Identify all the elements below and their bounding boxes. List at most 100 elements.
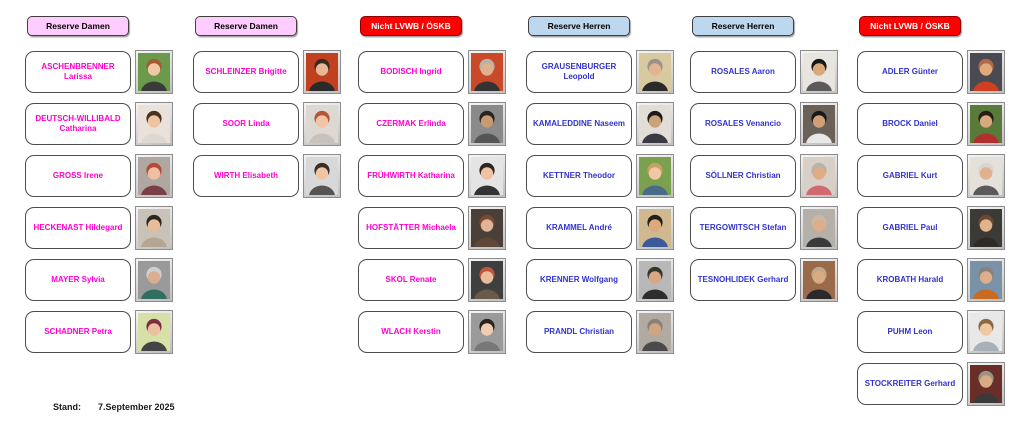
member-name: DEUTSCH-WILLIBALD Catharina	[35, 113, 121, 133]
member-photo	[967, 362, 1005, 406]
member-name: ROSALES Aaron	[711, 66, 775, 76]
member-name: KRENNER Wolfgang	[539, 274, 619, 284]
member-photo	[636, 50, 674, 94]
member-row: ROSALES Venancio	[690, 102, 838, 146]
member-photo	[468, 50, 506, 94]
member-row: KROBATH Harald	[857, 258, 1005, 302]
member-row: STOCKREITER Gerhard	[857, 362, 1005, 406]
member-name-box: ADLER Günter	[857, 51, 963, 93]
member-photo	[303, 50, 341, 94]
member-name: GABRIEL Paul	[882, 222, 938, 232]
column-header: Reserve Damen	[27, 16, 129, 36]
member-name-box: PUHM Leon	[857, 311, 963, 353]
stand-date: 7.September 2025	[98, 402, 175, 412]
member-name-box: SCHADNER Petra	[25, 311, 131, 353]
column-header: Nicht LVWB / ÖSKB	[859, 16, 961, 36]
member-name: MAYER Sylvia	[51, 274, 105, 284]
member-name-box: FRÜHWIRTH Katharina	[358, 155, 464, 197]
member-photo	[967, 102, 1005, 146]
member-row: BODISCH Ingrid	[358, 50, 506, 94]
member-row: ASCHENBRENNER Larissa	[25, 50, 173, 94]
member-name: ASCHENBRENNER Larissa	[41, 61, 115, 81]
member-name: FRÜHWIRTH Katharina	[367, 170, 455, 180]
member-name-box: STOCKREITER Gerhard	[857, 363, 963, 405]
column-header: Reserve Damen	[195, 16, 297, 36]
member-name: TESNOHLIDEK Gerhard	[697, 274, 789, 284]
member-row: GROSS Irene	[25, 154, 173, 198]
member-name-box: TERGOWITSCH Stefan	[690, 207, 796, 249]
member-row: KRAMMEL André	[526, 206, 674, 250]
column-header: Reserve Herren	[528, 16, 630, 36]
member-row: TESNOHLIDEK Gerhard	[690, 258, 838, 302]
member-photo	[636, 102, 674, 146]
member-name: KAMALEDDINE Naseem	[532, 118, 626, 128]
member-photo	[468, 102, 506, 146]
member-name-box: KAMALEDDINE Naseem	[526, 103, 632, 145]
member-name-box: SOOR Linda	[193, 103, 299, 145]
member-row: SOOR Linda	[193, 102, 341, 146]
column-header: Reserve Herren	[692, 16, 794, 36]
member-photo	[800, 258, 838, 302]
member-name-box: CZERMAK Erlinda	[358, 103, 464, 145]
member-name-box: MAYER Sylvia	[25, 259, 131, 301]
member-photo	[135, 102, 173, 146]
member-row: WIRTH Elisabeth	[193, 154, 341, 198]
member-photo	[967, 206, 1005, 250]
member-row: FRÜHWIRTH Katharina	[358, 154, 506, 198]
member-row: TERGOWITSCH Stefan	[690, 206, 838, 250]
member-photo	[135, 258, 173, 302]
member-name-box: ROSALES Aaron	[690, 51, 796, 93]
member-name-box: KROBATH Harald	[857, 259, 963, 301]
member-name-box: GABRIEL Kurt	[857, 155, 963, 197]
member-name-box: GRAUSENBURGER Leopold	[526, 51, 632, 93]
member-name: PRANDL Christian	[543, 326, 615, 336]
member-name: GABRIEL Kurt	[882, 170, 938, 180]
member-name-box: PRANDL Christian	[526, 311, 632, 353]
member-name-box: HOFSTÄTTER Michaela	[358, 207, 464, 249]
member-name: WIRTH Elisabeth	[213, 170, 278, 180]
member-name: KRAMMEL André	[546, 222, 612, 232]
member-photo	[636, 206, 674, 250]
member-photo	[967, 154, 1005, 198]
member-name: SÖLLNER Christian	[705, 170, 781, 180]
member-name-box: KRENNER Wolfgang	[526, 259, 632, 301]
member-row: BROCK Daniel	[857, 102, 1005, 146]
member-photo	[636, 310, 674, 354]
member-name-box: GABRIEL Paul	[857, 207, 963, 249]
member-photo	[967, 258, 1005, 302]
member-row: ROSALES Aaron	[690, 50, 838, 94]
member-row: HECKENAST Hildegard	[25, 206, 173, 250]
member-photo	[468, 258, 506, 302]
member-name: SCHADNER Petra	[44, 326, 112, 336]
member-photo	[800, 102, 838, 146]
member-name-box: WIRTH Elisabeth	[193, 155, 299, 197]
member-photo	[135, 310, 173, 354]
member-name-box: SKOL Renate	[358, 259, 464, 301]
member-row: SKOL Renate	[358, 258, 506, 302]
member-name: SOOR Linda	[222, 118, 270, 128]
member-name: WLACH Kerstin	[381, 326, 441, 336]
member-row: ADLER Günter	[857, 50, 1005, 94]
member-name-box: BROCK Daniel	[857, 103, 963, 145]
member-name-box: SCHLEINZER Brigitte	[193, 51, 299, 93]
member-photo	[303, 102, 341, 146]
member-name-box: WLACH Kerstin	[358, 311, 464, 353]
member-row: SCHLEINZER Brigitte	[193, 50, 341, 94]
member-row: MAYER Sylvia	[25, 258, 173, 302]
member-name: PUHM Leon	[887, 326, 933, 336]
member-photo	[303, 154, 341, 198]
member-name: SCHLEINZER Brigitte	[205, 66, 287, 76]
member-name-box: SÖLLNER Christian	[690, 155, 796, 197]
member-name: GROSS Irene	[52, 170, 104, 180]
member-name-box: KRAMMEL André	[526, 207, 632, 249]
member-name: ROSALES Venancio	[704, 118, 782, 128]
stand-label: Stand:	[53, 402, 81, 412]
member-name: BROCK Daniel	[882, 118, 938, 128]
member-name: BODISCH Ingrid	[380, 66, 442, 76]
member-row: GABRIEL Paul	[857, 206, 1005, 250]
